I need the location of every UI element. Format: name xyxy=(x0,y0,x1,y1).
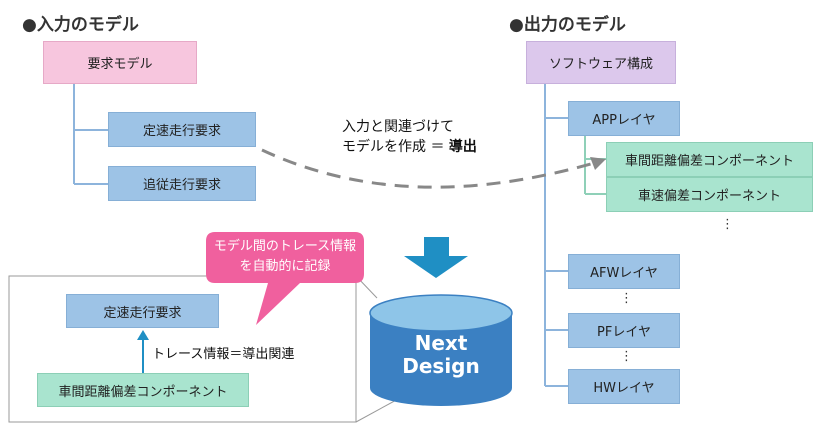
trace-label: トレース情報＝導出関連 xyxy=(152,347,295,362)
detail-requirement-box: 定速走行要求 xyxy=(66,294,219,328)
database-cylinder xyxy=(369,294,513,406)
derivation-note: 入力と関連づけて モデルを作成 ＝ 導出 xyxy=(342,117,477,157)
database-label-line2: Design xyxy=(402,354,480,378)
input-model-heading: ●入力のモデル xyxy=(22,15,139,35)
afw-pf-ellipsis: ⋮ xyxy=(620,291,633,306)
software-structure-box: ソフトウェア構成 xyxy=(526,41,676,84)
distance-deviation-component-box: 車間距離偏差コンポーネント xyxy=(606,142,813,177)
down-arrow xyxy=(404,237,468,278)
database-label-line1: Next xyxy=(414,331,468,355)
following-requirement-box: 追従走行要求 xyxy=(108,166,256,201)
app-layer-box: APPレイヤ xyxy=(568,101,680,136)
input-tree-connectors xyxy=(73,84,108,185)
derivation-arrow xyxy=(261,148,599,189)
derivation-note-bold: 導出 xyxy=(448,139,477,155)
database-label: Next Design xyxy=(370,332,512,378)
zoom-line-bottom xyxy=(355,397,401,423)
callout-line2: を自動的に記録 xyxy=(239,259,331,274)
derivation-note-line2: モデルを作成 ＝ 導出 xyxy=(342,137,477,157)
output-model-heading: ●出力のモデル xyxy=(509,15,626,35)
component-ellipsis: ⋮ xyxy=(721,217,734,232)
derivation-note-prefix: モデルを作成 ＝ xyxy=(342,139,449,155)
constant-speed-requirement-box: 定速走行要求 xyxy=(108,112,256,147)
speed-deviation-component-box: 車速偏差コンポーネント xyxy=(606,177,813,212)
detail-component-box: 車間距離偏差コンポーネント xyxy=(37,373,249,407)
afw-layer-box: AFWレイヤ xyxy=(568,254,680,289)
callout-bubble xyxy=(206,232,364,325)
callout-line1: モデル間のトレース情報 xyxy=(213,239,357,254)
output-tree-connectors xyxy=(544,84,568,387)
callout-text: モデル間のトレース情報 を自動的に記録 xyxy=(206,237,364,277)
hw-layer-box: HWレイヤ xyxy=(568,369,680,404)
derivation-arrowhead xyxy=(590,157,606,170)
trace-arrow-head xyxy=(137,330,149,340)
pf-hw-ellipsis: ⋮ xyxy=(620,349,633,364)
pf-layer-box: PFレイヤ xyxy=(568,313,680,348)
requirement-model-box: 要求モデル xyxy=(43,41,197,84)
derivation-note-line1: 入力と関連づけて xyxy=(342,119,454,135)
